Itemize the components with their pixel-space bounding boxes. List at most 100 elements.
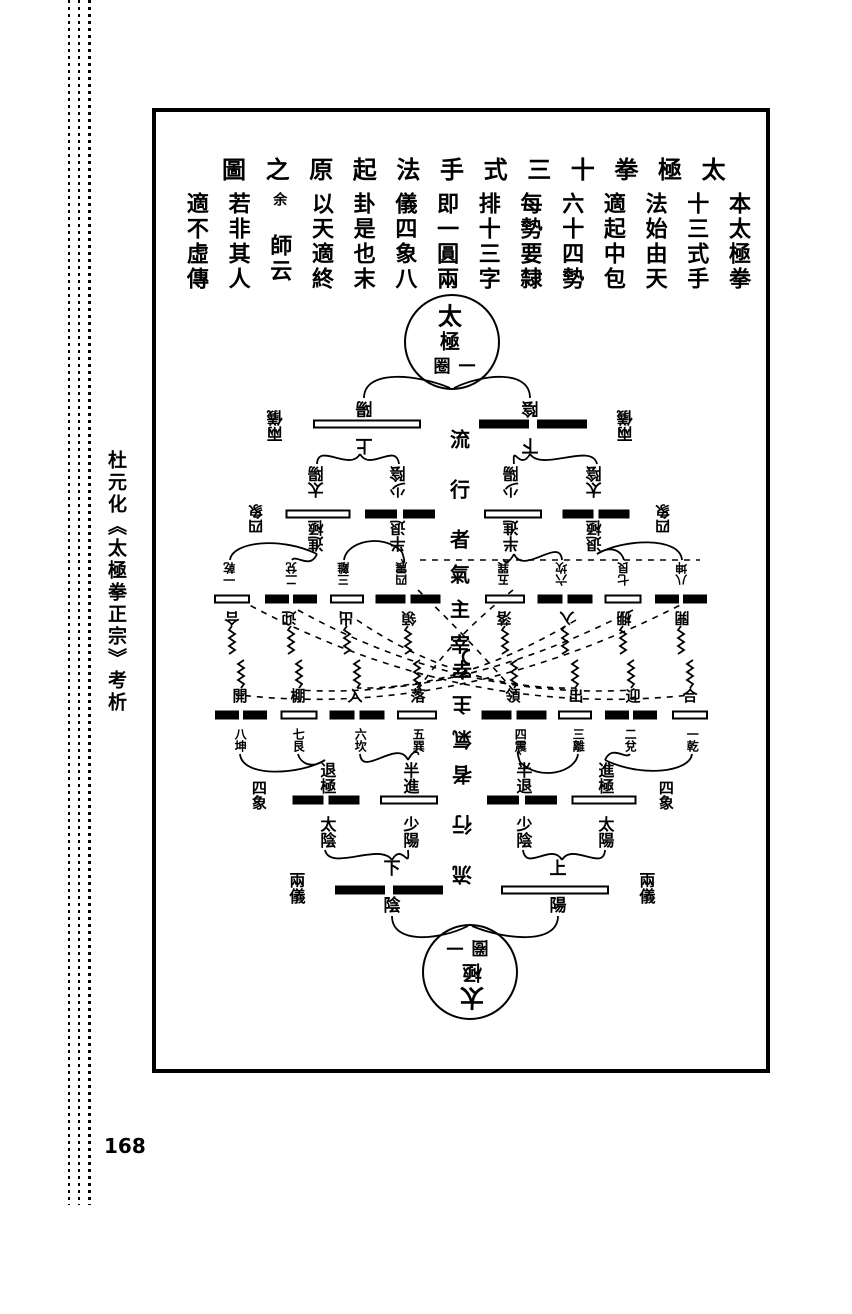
trigram-action-label: 棚: [616, 608, 632, 627]
connector-line: [502, 553, 515, 563]
text-column: 法始由天: [641, 192, 668, 292]
text-small: 余: [271, 192, 288, 209]
trigram-name-label: 七艮: [291, 728, 306, 752]
yin-line: [375, 594, 441, 604]
four-symbol-name-label: 少陽: [400, 816, 420, 848]
connector-line: [500, 625, 510, 655]
connector-line: [676, 625, 686, 655]
four-symbol-action-label: 進極: [595, 762, 615, 794]
trigram-name-label: 八坤: [674, 562, 689, 586]
yang-line: [604, 594, 642, 604]
center-column-char: 氣: [450, 562, 470, 587]
connector-line: [570, 659, 580, 689]
four-symbol-action-label: 半進: [502, 520, 522, 552]
two-mode-name-label: 陰: [521, 397, 539, 418]
two-mode-name-label: 陽: [355, 397, 373, 418]
yin-segment: [375, 594, 406, 604]
center-column-char: 流: [450, 427, 470, 452]
yang-line: [280, 710, 318, 720]
yang-line: [501, 885, 609, 895]
trigram-action-label: 棚: [290, 687, 306, 706]
yin-line: [215, 710, 267, 720]
four-symbol-name-label: 太陰: [317, 816, 337, 848]
four-symbol-name-label: 太陽: [595, 816, 615, 848]
text-column: 六十四勢: [558, 192, 585, 292]
connector-line: [359, 453, 400, 465]
connector-line: [227, 625, 237, 655]
yin-segment: [487, 795, 520, 805]
four-symbol-action-label: 退極: [317, 762, 337, 794]
connector-line: [561, 849, 606, 861]
dashed-curve: [239, 599, 691, 701]
yin-segment: [402, 509, 435, 519]
text-column: 本太極拳: [725, 192, 751, 292]
margin-decoration: [78, 0, 80, 1205]
connector-line: [513, 551, 563, 562]
yin-line: [265, 594, 317, 604]
yin-line: [292, 795, 360, 805]
connector-line: [596, 548, 625, 561]
connector-line: [522, 849, 563, 861]
connector-line: [400, 551, 406, 563]
trigram-action-label: 出: [338, 608, 354, 627]
circle-label: 太: [438, 301, 462, 331]
yin-segment: [292, 795, 324, 805]
yin-segment: [265, 594, 289, 604]
trigram-action-label: 合: [682, 687, 698, 706]
trigram-name-label: 三離: [571, 728, 586, 752]
side-label-four-symbols: 四象: [656, 780, 675, 810]
diagram-frame: [152, 108, 770, 1073]
connector-line: [509, 659, 519, 689]
connector-line: [297, 753, 326, 766]
trigram-name-label: 八坤: [233, 728, 248, 752]
yin-line: [487, 795, 557, 805]
text-column: 每勢要隸: [516, 192, 543, 292]
connector-line: [342, 625, 352, 655]
text-column: 余 師云: [258, 192, 300, 302]
four-symbol-name-label: 少陰: [389, 466, 409, 498]
yin-line: [562, 509, 630, 519]
connector-line: [596, 541, 683, 561]
yin-segment: [567, 594, 593, 604]
dashed-curve: [356, 619, 577, 689]
side-label-two-modes: 兩儀: [616, 410, 636, 442]
taiji-circle: [422, 924, 518, 1020]
trigram-action-label: 領: [505, 687, 521, 706]
connector-line: [560, 625, 570, 655]
four-symbol-name-label: 太陰: [585, 466, 605, 498]
yin-segment: [633, 710, 657, 720]
yin-line: [655, 594, 707, 604]
circle-label: 圈: [433, 357, 451, 378]
side-label-two-modes: 兩儀: [286, 872, 306, 904]
two-mode-name-label: 陽: [549, 896, 567, 917]
text-column: 以天適終: [307, 192, 334, 292]
side-label-four-symbols: 四象: [654, 504, 673, 534]
trigram-name-label: 四震: [394, 562, 409, 586]
yin-segment: [605, 710, 629, 720]
yin-segment: [537, 594, 563, 604]
yin-line: [335, 885, 443, 895]
two-mode-name-label: 陰: [383, 896, 401, 917]
yang-line: [672, 710, 708, 720]
connector-line: [294, 659, 304, 689]
center-column-char: 行: [450, 477, 470, 502]
two-mode-direction-label: 下: [521, 434, 539, 455]
trigram-action-label: 迎: [281, 608, 297, 627]
yin-segment: [562, 509, 594, 519]
connector-line: [618, 625, 628, 655]
connector-line: [286, 625, 296, 655]
yin-segment: [516, 710, 547, 720]
connector-line: [604, 751, 631, 761]
two-mode-direction-label: 上: [549, 859, 567, 880]
text-column: 適不虛傳: [182, 192, 209, 292]
trigram-action-label: 出: [568, 687, 584, 706]
intro-text: 本太極拳 十三式手 法始由天 適起中包 六十四勢 每勢要隸 排十三字 即一圓兩 …: [178, 192, 758, 302]
two-mode-direction-label: 上: [355, 434, 373, 455]
four-symbol-action-label: 半退: [389, 520, 409, 552]
connector-line: [604, 753, 693, 772]
yin-line: [481, 710, 547, 720]
four-symbol-action-label: 進極: [307, 520, 327, 552]
yin-segment: [365, 509, 398, 519]
trigram-name-label: 四震: [513, 728, 528, 752]
four-symbol-action-label: 半退: [513, 762, 533, 794]
